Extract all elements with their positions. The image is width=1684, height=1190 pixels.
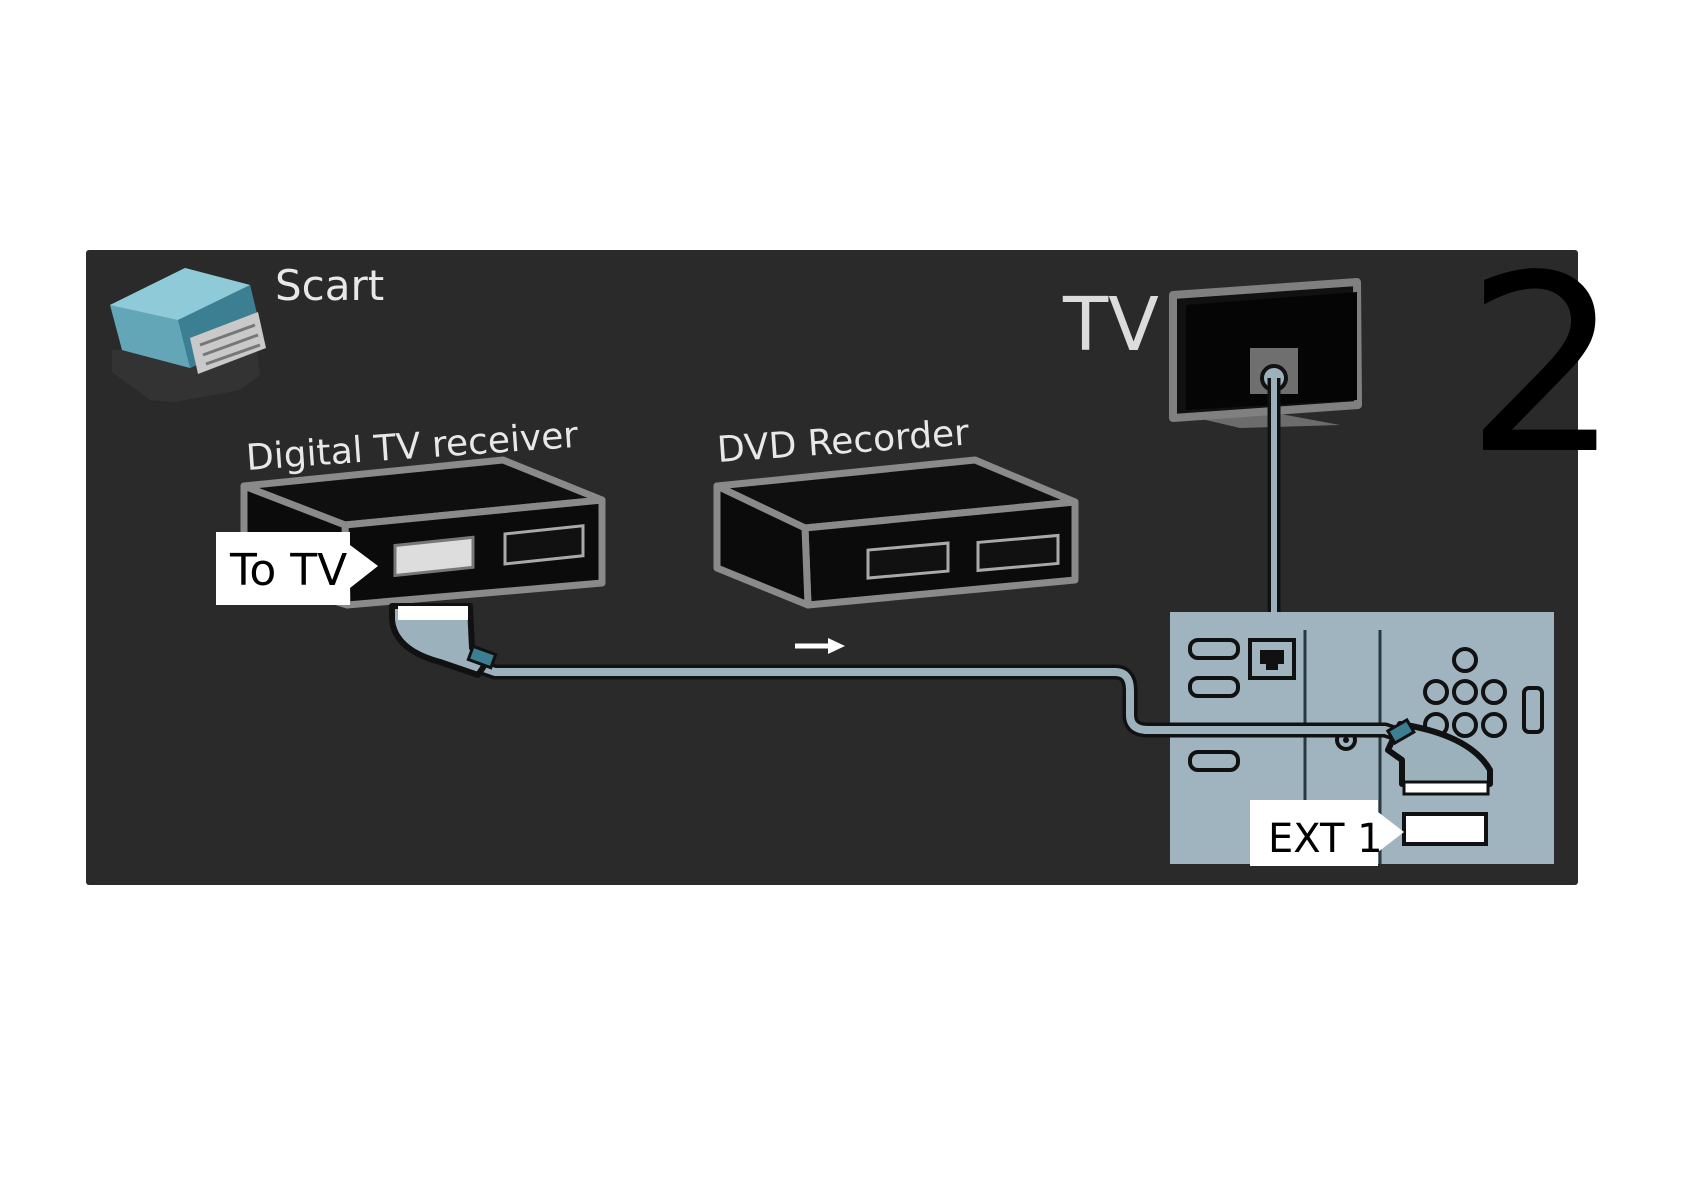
- to-tv-label: To TV: [229, 545, 347, 596]
- scart-port-b: [978, 535, 1058, 570]
- step-number: 2: [1465, 223, 1621, 508]
- scart-port-in: [505, 526, 583, 564]
- tv-label: TV: [1062, 282, 1159, 368]
- tv-device: [1172, 282, 1358, 428]
- ext1-label: EXT 1: [1268, 816, 1383, 862]
- ext1-scart-socket: [1404, 814, 1486, 844]
- recorder-device: [717, 460, 1075, 605]
- scart-port-a: [868, 543, 948, 578]
- cable-type-label: Scart: [275, 261, 384, 310]
- scart-port-out: [395, 537, 473, 575]
